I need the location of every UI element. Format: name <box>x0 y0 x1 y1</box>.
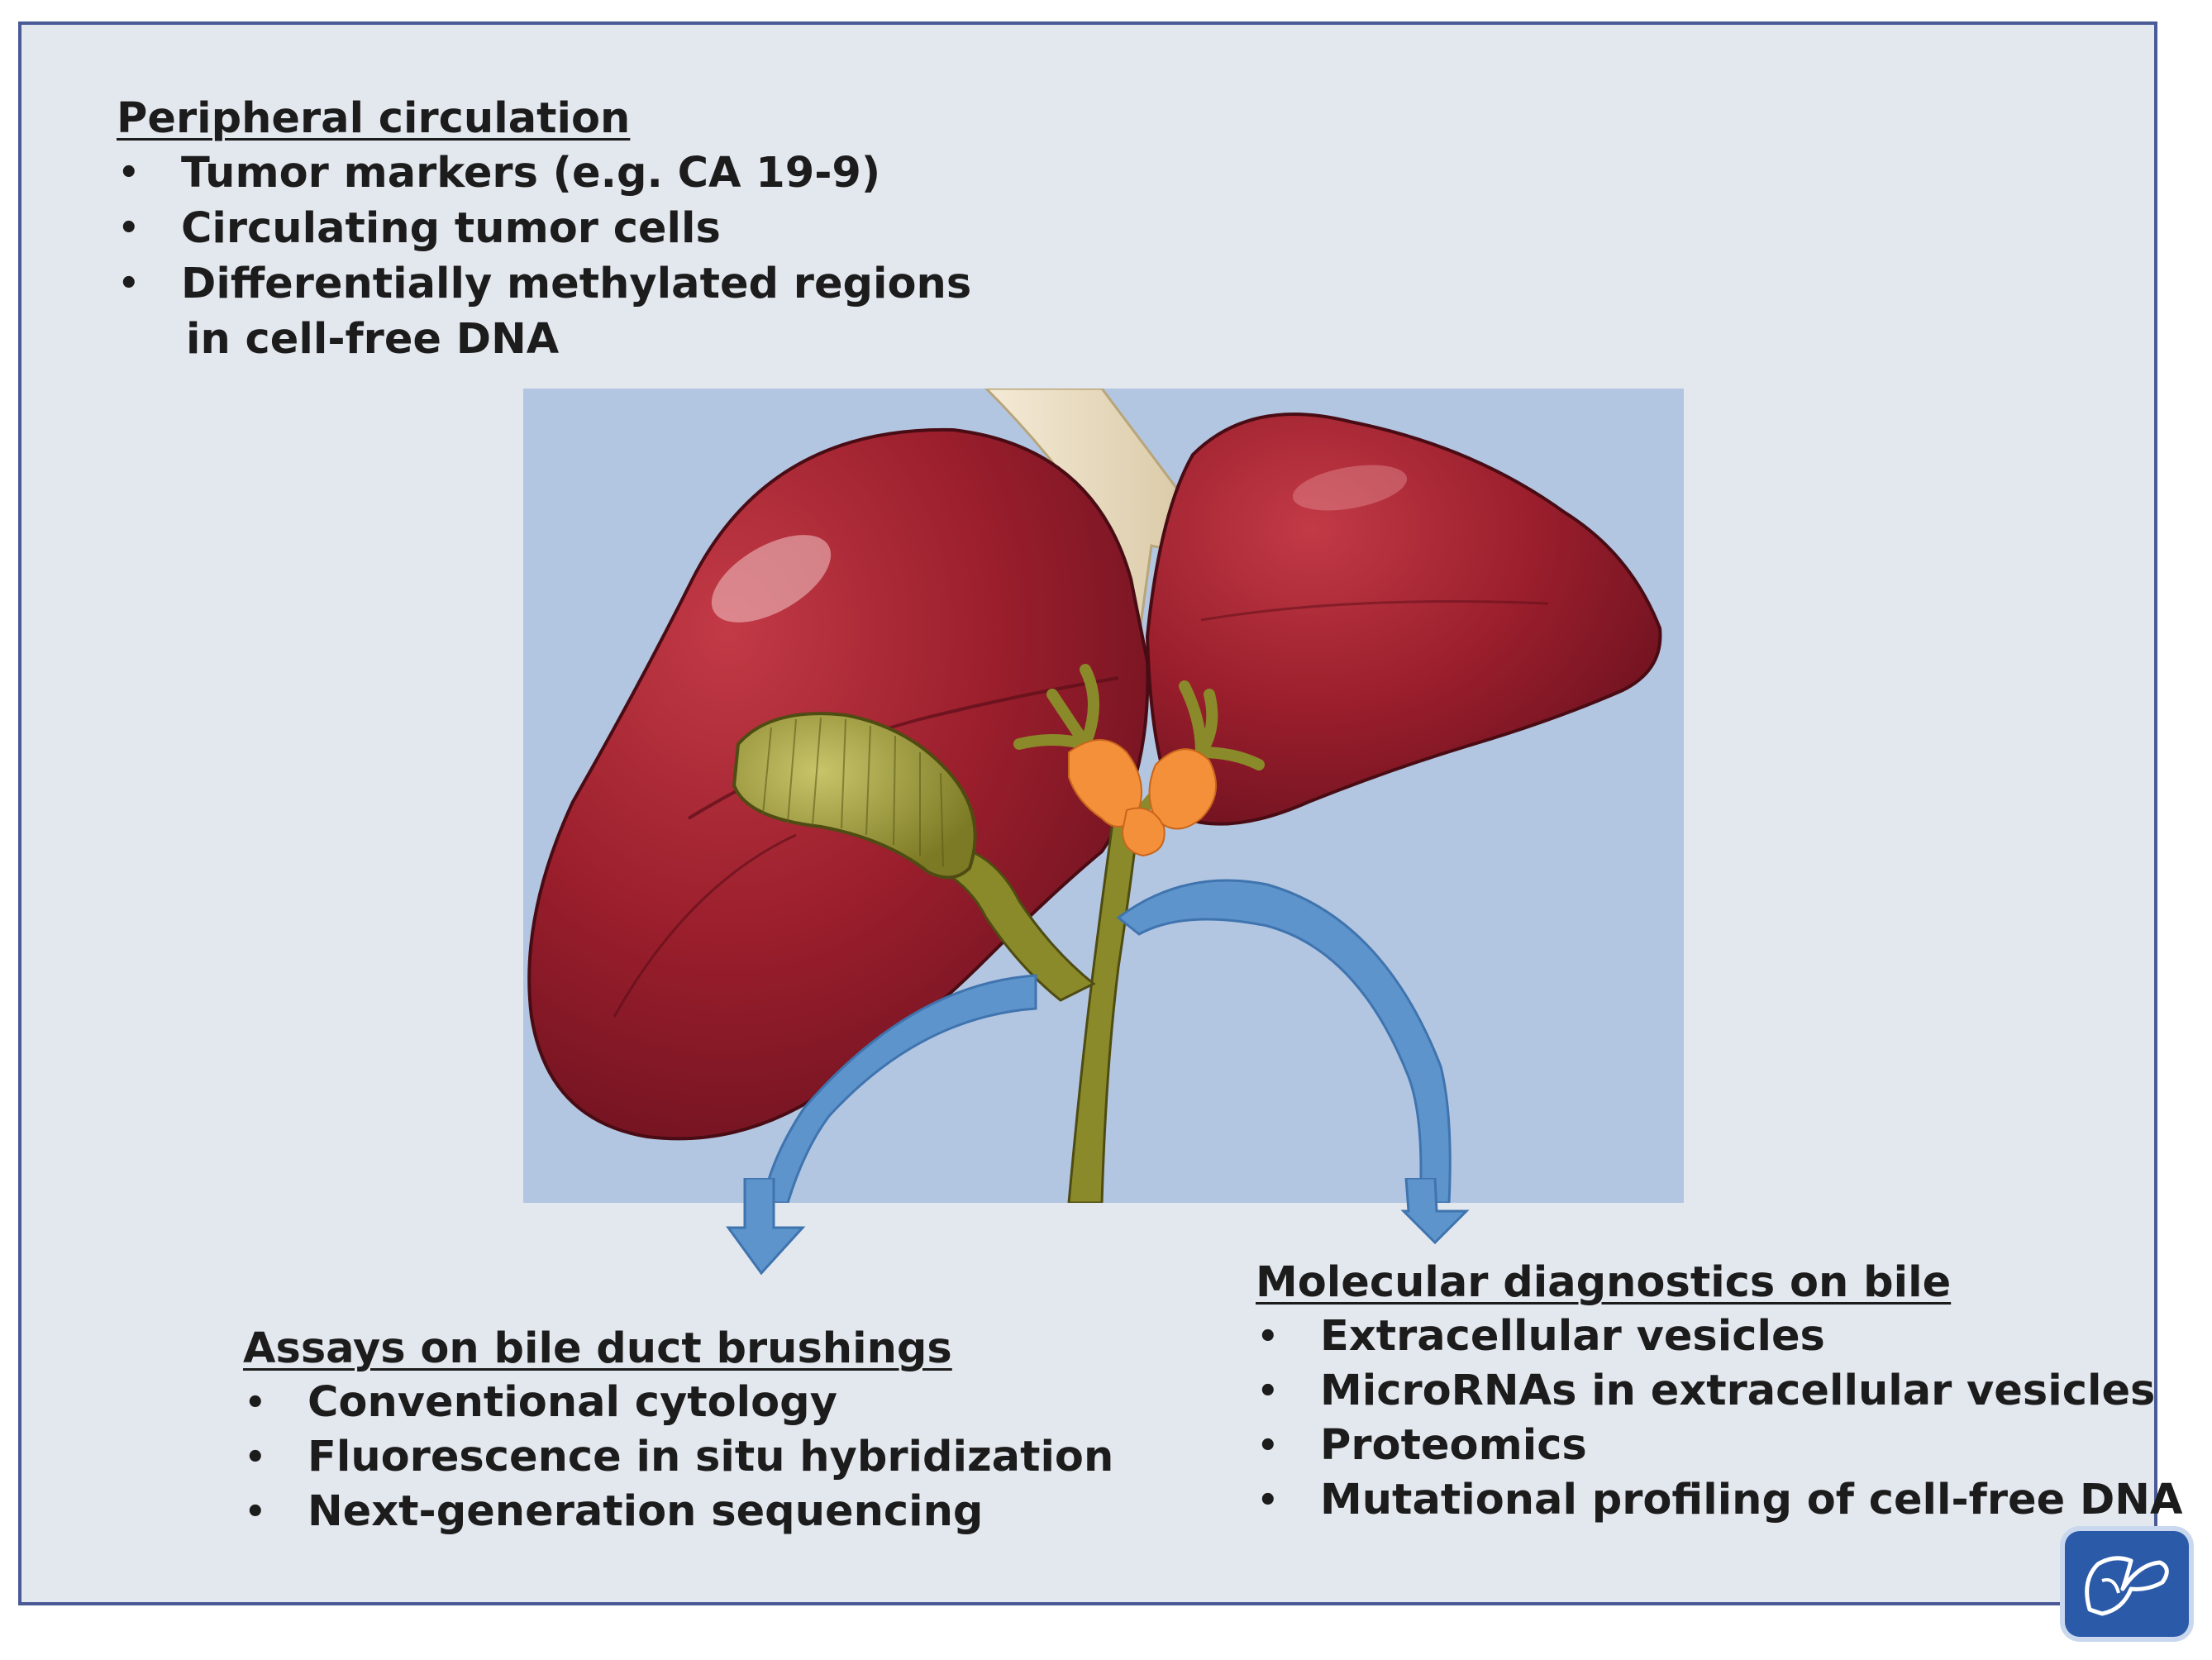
list-item: Fluorescence in situ hybridization <box>243 1430 1113 1485</box>
publisher-logo-mark <box>2085 1556 2169 1616</box>
gallbladder-stripes <box>762 717 944 867</box>
tumor-mass <box>1148 748 1217 830</box>
cystic-duct <box>934 846 1096 1002</box>
peripheral-circulation-list: Tumor markers (e.g. CA 19-9) Circulating… <box>117 145 971 367</box>
bile-duct-brushings-list: Conventional cytology Fluorescence in si… <box>243 1376 1113 1539</box>
list-item-continuation: in cell-free DNA <box>186 314 560 364</box>
list-item: Next-generation sequencing <box>243 1485 1113 1539</box>
gallbladder <box>732 712 977 880</box>
figure-frame: Peripheral circulation Tumor markers (e.… <box>18 21 2182 1605</box>
curved-arrow-icon <box>1116 879 1452 1203</box>
list-item: Proteomics <box>1256 1419 2182 1473</box>
bile-duct-brushings-block: Assays on bile duct brushings Convention… <box>243 1323 1113 1539</box>
list-item: Circulating tumor cells <box>117 201 971 256</box>
curved-arrow-icon <box>1400 1178 1470 1244</box>
liver-biliary-tree-illustration <box>523 389 1684 1203</box>
molecular-diagnostics-block: Molecular diagnostics on bile Extracellu… <box>1256 1257 2182 1528</box>
tumor-mass <box>1121 807 1166 857</box>
curved-arrow-icon <box>761 974 1037 1203</box>
peripheral-circulation-block: Peripheral circulation Tumor markers (e.… <box>117 93 971 367</box>
list-item: MicroRNAs in extracellular vesicles <box>1256 1364 2182 1419</box>
list-item: Differentially methylated regions <box>117 256 971 312</box>
liver-crease <box>613 833 797 1018</box>
liver-illustration <box>523 389 1684 1203</box>
curved-arrow-icon <box>726 1178 806 1276</box>
liver-left-lobe <box>1145 413 1662 826</box>
list-item: Conventional cytology <box>243 1376 1113 1430</box>
peripheral-circulation-heading: Peripheral circulation <box>117 94 631 143</box>
liver-highlight <box>1292 465 1408 511</box>
molecular-diagnostics-heading: Molecular diagnostics on bile <box>1256 1258 1952 1307</box>
list-item: Tumor markers (e.g. CA 19-9) <box>117 145 971 201</box>
molecular-diagnostics-list: Extracellular vesicles MicroRNAs in extr… <box>1256 1309 2182 1528</box>
liver-highlight <box>711 535 832 622</box>
list-item: Mutational profiling of cell-free DNA <box>1256 1473 2182 1528</box>
publisher-logo <box>2065 1531 2189 1637</box>
liver-crease <box>1200 600 1549 622</box>
bile-duct-brushings-heading: Assays on bile duct brushings <box>243 1324 952 1373</box>
list-item: Extracellular vesicles <box>1256 1309 2182 1364</box>
